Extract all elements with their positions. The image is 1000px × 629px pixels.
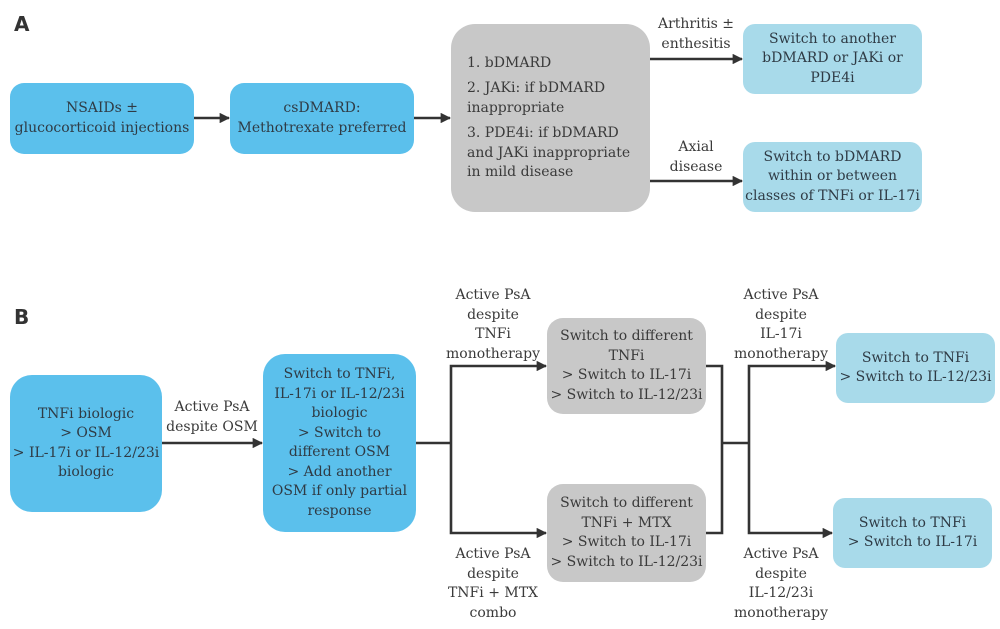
node-text: Switch to bDMARD [763,148,902,165]
node-start-biologic: TNFi biologic > OSM > IL-17i or IL-12/23… [10,375,162,512]
node-text: different OSM [288,444,391,460]
edge-text: TNFi [475,326,511,342]
option-jaki: 2. JAKi: if bDMARD inappropriate [467,79,605,118]
edge-text: despite [755,565,807,582]
arrow-to-il17-outcome [747,360,837,443]
panel-b-label: B [14,305,30,329]
edge-text: Active PsA [743,546,819,562]
node-text: Methotrexate preferred [237,119,407,136]
node-text: > Switch to IL-12/23i [550,386,703,403]
option-text: 3. PDE4i: if bDMARD [467,125,619,141]
edge-text: Arthritis ± [657,16,735,32]
node-text: Switch to TNFi, [283,366,396,382]
node-text: PDE4i [810,69,855,86]
node-text: > Switch to IL-17i [561,367,692,383]
edge-label-despite-osm: Active PsA despite OSM [164,398,260,437]
node-switch-biologic: Switch to TNFi, IL-17i or IL-12/23i biol… [263,354,416,532]
node-csdmard: csDMARD: Methotrexate preferred [230,83,414,154]
node-il1223-outcome: Switch to TNFi > Switch to IL-17i [833,498,992,568]
edge-text: enthesitis [661,35,731,52]
edge-text: IL-17i [760,326,802,342]
edge-text: monotherapy [446,345,540,362]
edge-text: despite [755,306,807,323]
node-text: TNFi biologic [37,405,135,422]
option-text: in mild disease [467,164,574,180]
node-text: TNFi [608,347,645,364]
node-text: glucocorticoid injections [14,119,190,136]
edge-label-despite-il17: Active PsA despite IL-17i monotherapy [728,286,834,364]
node-text: > Switch to IL-12/23i [839,369,992,385]
node-arthritis-outcome: Switch to another bDMARD or JAKi or PDE4… [743,24,922,94]
node-text: Switch to TNFi [861,349,970,366]
node-nsaids: NSAIDs ± glucocorticoid injections [10,83,194,154]
node-text: > Switch to IL-17i [847,534,978,550]
node-text: > Switch to [297,424,382,441]
node-text: within or between [767,168,898,185]
node-text: > OSM [60,425,112,441]
node-text: OSM if only partial [271,483,408,499]
connector-tnfi-mono-out [706,364,724,535]
edge-label-axial: Axial disease [652,138,740,177]
edge-text: despite [467,565,519,582]
option-pde4i: 3. PDE4i: if bDMARD and JAKi inappropria… [467,124,630,183]
edge-label-despite-tnfi-mono: Active PsA despite TNFi monotherapy [440,286,546,364]
edge-text: Active PsA [743,287,819,303]
option-text: 1. bDMARD [467,54,552,71]
edge-label-despite-il1223: Active PsA despite IL-12/23i monotherapy [728,545,834,623]
edge-text: monotherapy [734,345,828,362]
edge-text: Active PsA [455,546,531,562]
node-text: biologic [311,405,368,421]
node-text: biologic [57,464,115,480]
node-text: > IL-17i or IL-12/23i [12,444,160,461]
edge-label-despite-tnfi-mtx: Active PsA despite TNFi + MTX combo [440,545,546,623]
panel-a-label: A [14,12,30,36]
node-text: Switch to TNFi [858,514,967,531]
option-bdmard: 1. bDMARD [467,54,551,74]
edge-text: Active PsA [174,399,250,415]
node-il17-outcome: Switch to TNFi > Switch to IL-12/23i [836,333,995,403]
option-text: and JAKi inappropriate [467,144,631,161]
node-text: > Switch to IL-17i [561,534,692,550]
edge-text: despite OSM [166,418,258,435]
node-text: Switch to different [560,495,693,511]
option-text: 2. JAKi: if bDMARD [467,80,606,96]
node-text: NSAIDs ± [65,100,139,116]
node-axial-outcome: Switch to bDMARD within or between class… [743,142,922,212]
node-treatment-options: 1. bDMARD 2. JAKi: if bDMARD inappropria… [451,24,650,212]
node-text: IL-17i or IL-12/23i [274,385,405,402]
node-text: > Switch to IL-12/23i [550,553,703,570]
edge-text: IL-12/23i [748,585,814,601]
node-text: > Add another [287,463,392,480]
node-text: Switch to different [560,328,693,344]
node-text: csDMARD: [283,100,361,116]
node-text: Switch to another [769,30,896,47]
arrow-to-tnfi-mtx [449,443,548,539]
node-tnfi-mono-switch: Switch to different TNFi > Switch to IL-… [547,318,706,414]
arrow-to-il1223-outcome [747,443,834,539]
edge-text: combo [469,604,517,621]
node-tnfi-mtx-switch: Switch to different TNFi + MTX > Switch … [547,484,706,582]
node-text: classes of TNFi or IL-17i [745,187,920,204]
edge-text: despite [467,306,519,323]
edge-text: TNFi + MTX [447,585,539,601]
edge-label-arthritis: Arthritis ± enthesitis [652,15,740,54]
edge-text: Axial [678,139,714,155]
option-text: inappropriate [467,99,565,116]
node-text: bDMARD or JAKi or [762,50,903,67]
edge-text: monotherapy [734,604,828,621]
node-text: response [307,502,372,519]
edge-text: disease [669,158,723,175]
arrow-to-tnfi-mono [449,360,548,443]
node-text: TNFi + MTX [581,514,672,531]
edge-text: Active PsA [455,287,531,303]
